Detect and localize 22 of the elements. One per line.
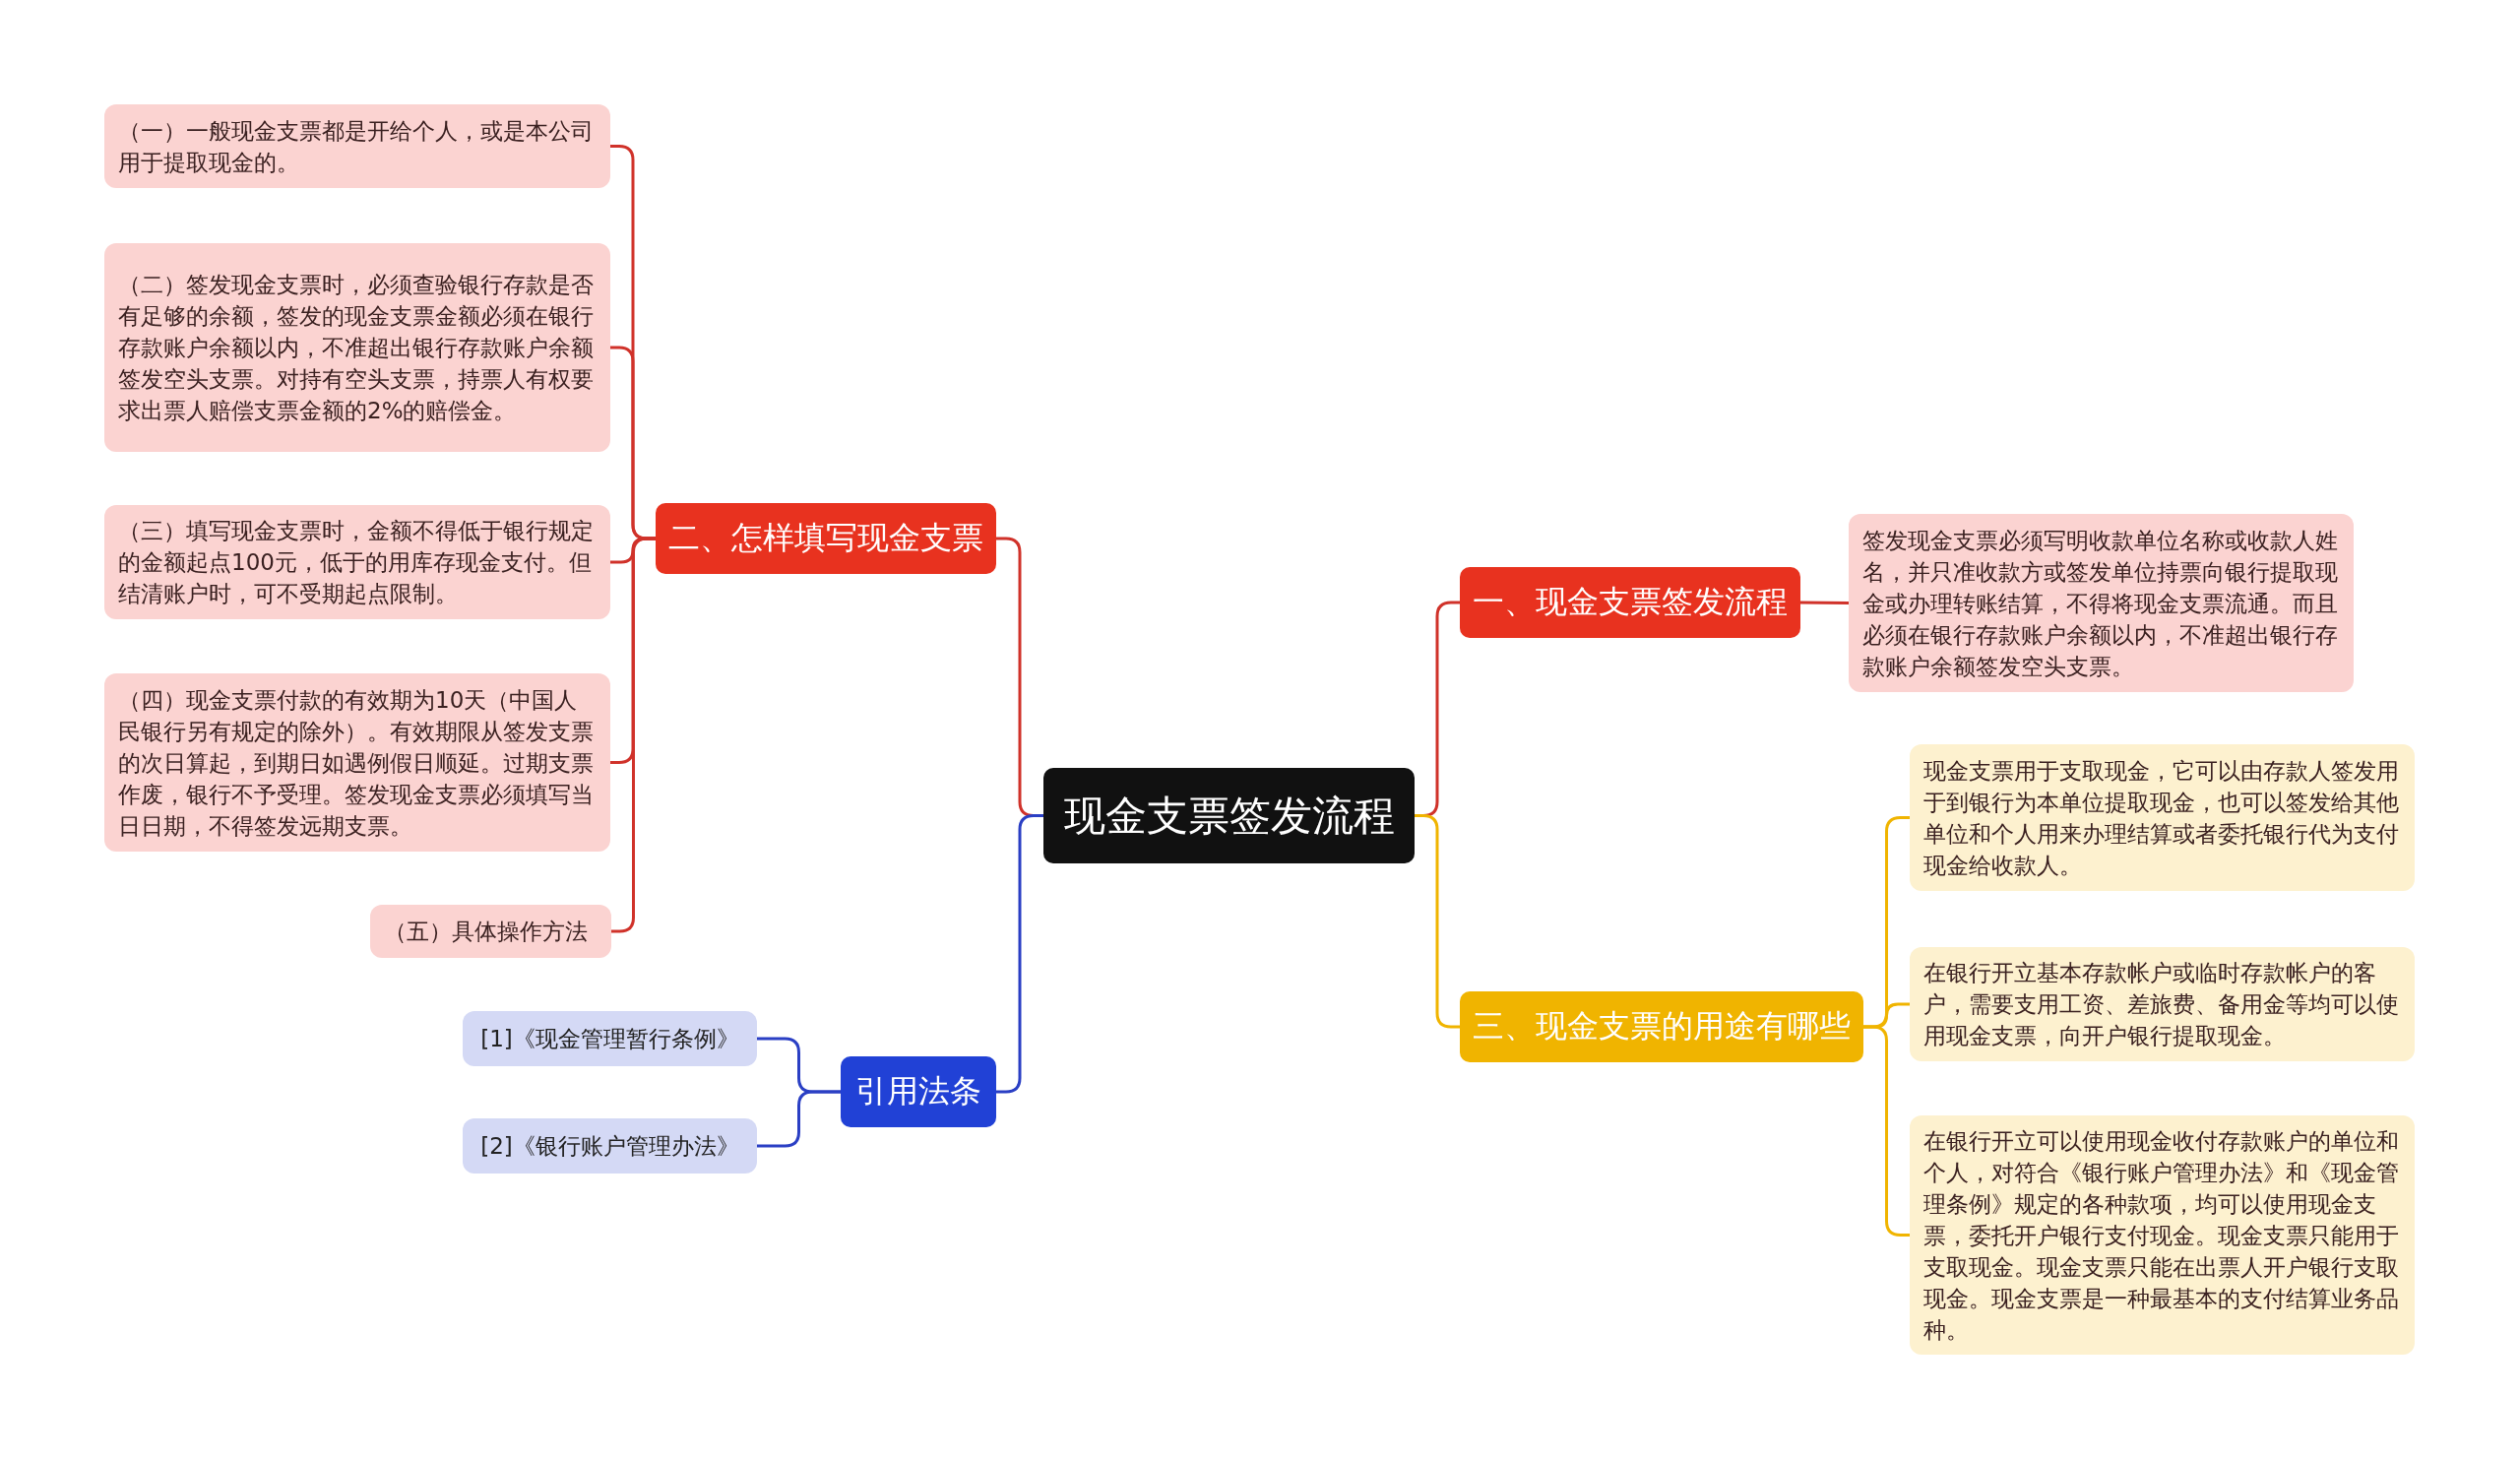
note-box: （一）一般现金支票都是开给个人，或是本公司用于提取现金的。 [104,104,610,188]
connector-line [611,537,656,933]
reference-box: [1]《现金管理暂行条例》 [463,1011,757,1066]
connector-line [1800,601,1849,604]
note-box: 现金支票用于支取现金，它可以由存款人签发用于到银行为本单位提取现金，也可以签发给其他单位和个人用来办理结算或者委托银行代为支付现金给收款人。 [1910,744,2415,891]
note-box: （三）填写现金支票时，金额不得低于银行规定的金额起点100元，低于的用库存现金支付。但结清账户时，可不受期起点限制。 [104,505,610,619]
note-box: （五）具体操作方法 [370,905,611,958]
topic-box: 一、现金支票签发流程 [1460,567,1800,638]
connector-line [757,1090,841,1148]
connector-line [1415,814,1460,1029]
connector-line [1863,1025,1910,1237]
connector-line [996,814,1043,1094]
reference-box: [2]《银行账户管理办法》 [463,1118,757,1174]
note-box: 签发现金支票必须写明收款单位名称或收款人姓名，并只准收款方或签发单位持票向银行提取现金或办理转账结算，不得将现金支票流通。而且必须在银行存款账户余额以内，不准超出银行存款账户余额签发空头支票。 [1849,514,2354,692]
topic-box: 二、怎样填写现金支票 [656,503,996,574]
topic-box: 三、现金支票的用途有哪些 [1460,991,1863,1062]
note-box: （二）签发现金支票时，必须查验银行存款是否有足够的余额，签发的现金支票金额必须在银行存款账户余额以内，不准超出银行存款账户余额签发空头支票。对持有空头支票，持票人有权要求出票人赔偿支票金额的2%的赔偿金。 [104,243,610,452]
note-box: （四）现金支票付款的有效期为10天（中国人民银行另有规定的除外）。有效期限从签发支票的次日算起，到期日如遇例假日顺延。过期支票作废，银行不予受理。签发现金支票必须填写当日日期，不得签发远期支票。 [104,673,610,852]
topic-box: 引用法条 [841,1056,996,1127]
central-topic-box: 现金支票签发流程 [1043,768,1415,863]
note-box: 在银行开立基本存款帐户或临时存款帐户的客户，需要支用工资、差旅费、备用金等均可以使用现金支票，向开户银行提取现金。 [1910,947,2415,1061]
note-box: 在银行开立可以使用现金收付存款账户的单位和个人，对符合《银行账户管理办法》和《现金管理条例》规定的各种款项，均可以使用现金支票，委托开户银行支付现金。现金支票只能用于支取现金。现金支票只能在出票人开户银行支取现金。现金支票是一种最基本的支付结算业务品种。 [1910,1115,2415,1355]
